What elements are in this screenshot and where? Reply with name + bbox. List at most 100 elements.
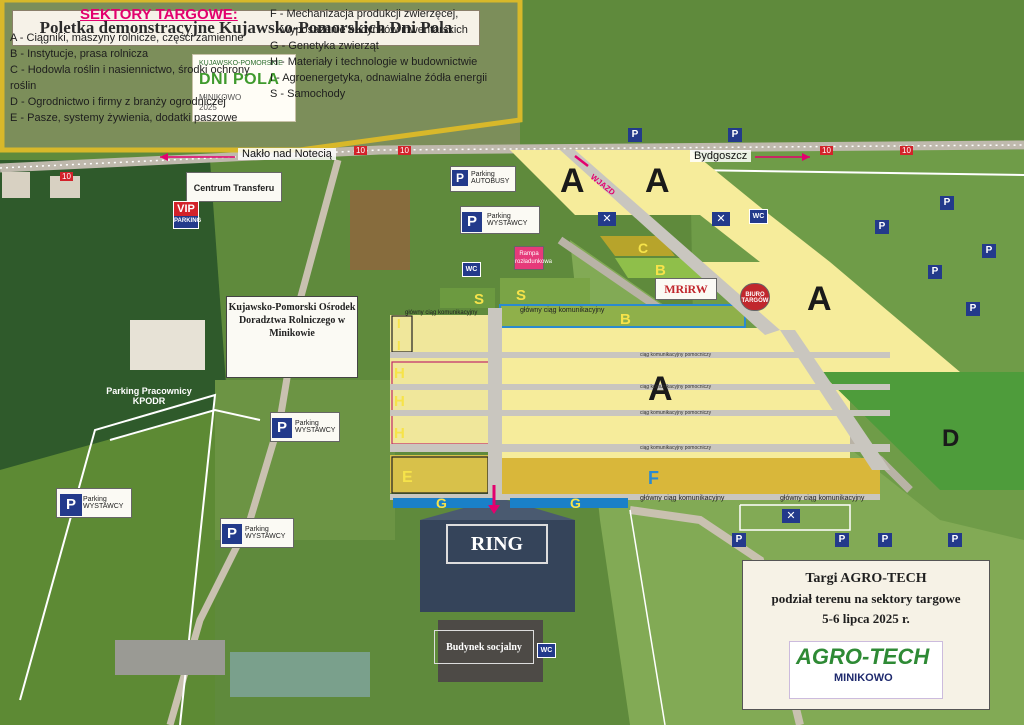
legend-item: wyposażenie budynków inwentarskich [282,24,468,36]
legend-list-left: A - Ciągniki, maszyny rolnicze, części z… [10,30,270,126]
parking-icon: P [60,494,82,516]
rampa-label: Rampa rozładunkowa [514,246,552,270]
sector-letter: E [402,469,413,486]
sector-C [600,236,675,256]
vip-parking-sign: VIP PARKING [173,201,201,229]
sectors-I-strip [390,315,500,355]
sector-D [820,372,1024,490]
sector-letter: D [942,425,959,452]
kpodr-label: Kujawsko-Pomorski Ośrodek Doradztwa Roln… [226,296,358,378]
event-title: Targi AGRO-TECH [805,571,927,586]
main-road-line [0,144,1024,169]
parking-icon: P [928,265,942,279]
parking-icon: P [982,244,996,258]
road-sign-10: 10 [60,172,73,181]
gastronomy-icon: ✕ [782,509,800,523]
sector-letter: A [560,162,585,200]
arrow-head [160,153,168,161]
sector-letter: F [648,468,659,488]
side-road [166,159,342,725]
legend-item: C - Hodowla roślin i nasiennictwo, środk… [10,64,250,92]
legend-list-right: F - Mechanizacja produkcji zwierzęcej, w… [270,6,490,102]
logo-line: 2025 [199,103,217,112]
wc-icon: WC [749,209,768,224]
road-sign-10: 10 [398,146,411,155]
parking-icon: P [948,533,962,547]
wc-icon: WC [462,262,481,277]
dni-pola-logo: KUJAWSKO-POMORSKIE DNI POLA MINIKOWO 202… [192,54,296,122]
page-title: Poletka demonstracyjne Kujawsko-Pomorski… [12,10,480,46]
legend-item: E - Pasze, systemy żywienia, dodatki pas… [10,112,238,124]
sector-letter: S [516,287,526,304]
legend-item: A - Ciągniki, maszyny rolnicze, części z… [10,32,244,44]
corridor [390,352,890,358]
building-kpodr-left [130,320,205,370]
wc-icon: WC [537,643,556,658]
sector-letter: H [394,393,405,410]
corridor [390,384,890,390]
sector-B-upper [615,258,702,278]
sector-letter: A [807,280,832,318]
legend-item: S - Samochody [270,88,346,100]
sector-letter: A [645,162,670,200]
sector-S-left [440,288,495,308]
sector-letter: C [638,240,648,256]
corridor [390,410,890,416]
parking-outline [19,393,217,725]
sector-E [390,455,490,493]
mrirw-label: MRiRW [655,278,717,300]
sector-letter: A [648,370,673,408]
parking-icon: P [272,418,292,438]
parking-icon: P [628,128,642,142]
parking-icon: P [835,533,849,547]
boundary-right [689,169,1024,176]
sector-G-left [393,498,493,508]
legend-item: D - Ogrodnictwo i firmy z branży ogrodni… [10,96,226,108]
parking-icon: P [875,220,889,234]
parking-icon: P [732,533,746,547]
corridor-label: główny ciąg komunikacyjny [520,307,605,314]
corridor-label: główny ciąg komunikacyjny [780,495,865,502]
legend-item: G - Genetyka zwierząt [270,40,379,52]
greenhouse-1 [115,640,225,675]
biuro-targow-label: BIURO TARGÓW [740,283,770,311]
logo-line: DNI POLA [199,71,280,88]
sectors-H-strip [390,358,500,444]
right-corridor [780,330,890,470]
corridor [390,494,880,500]
vip-text: VIP [174,202,198,216]
corridor-label: ciąg komunikacyjny pomocniczy [640,384,712,390]
building-house [2,172,30,198]
corridor-label: ciąg komunikacyjny pomocniczy [640,352,712,358]
road-label-bydgoszcz: Bydgoszcz [690,150,752,162]
sector-letter: I [397,316,401,331]
ring-roof [420,498,575,520]
parking-icon: P [728,128,742,142]
sector-S-right [500,278,590,304]
centrum-transferu-label: Centrum Transferu [186,172,282,202]
ring-label: RING [446,524,548,564]
sector-letter: H [394,425,405,442]
sector-F [500,458,880,494]
logo-line: MINIKOWO [199,93,242,102]
event-date: 5-6 lipca 2025 r. [822,611,910,626]
sector-letter: B [620,311,631,328]
lawn [215,380,395,540]
legend-item: H - Materiały i technologie w budownictw… [270,56,478,68]
arrow-head [488,505,500,514]
agro-tech-place: MINIKOWO [834,672,893,684]
sector-A-top [510,150,770,215]
sector-letter: B [655,262,666,279]
logo-line: KUJAWSKO-POMORSKIE [199,60,283,67]
corridor-label: główny ciąg komunikacyjny [405,310,477,316]
parking-icon: P [878,533,892,547]
event-info-box: Targi AGRO-TECH podział terenu na sektor… [742,560,990,710]
legend-item: I - Agroenergetyka, odnawialne źódła ene… [270,72,488,84]
arrow-head [802,153,810,161]
parking-icon: P [940,196,954,210]
sector-G-right [510,498,628,508]
corridor-label: ciąg komunikacyjny pomocniczy [640,445,712,451]
corridor [390,444,890,452]
parking-icon: P [222,524,242,544]
forest-left [0,160,230,470]
